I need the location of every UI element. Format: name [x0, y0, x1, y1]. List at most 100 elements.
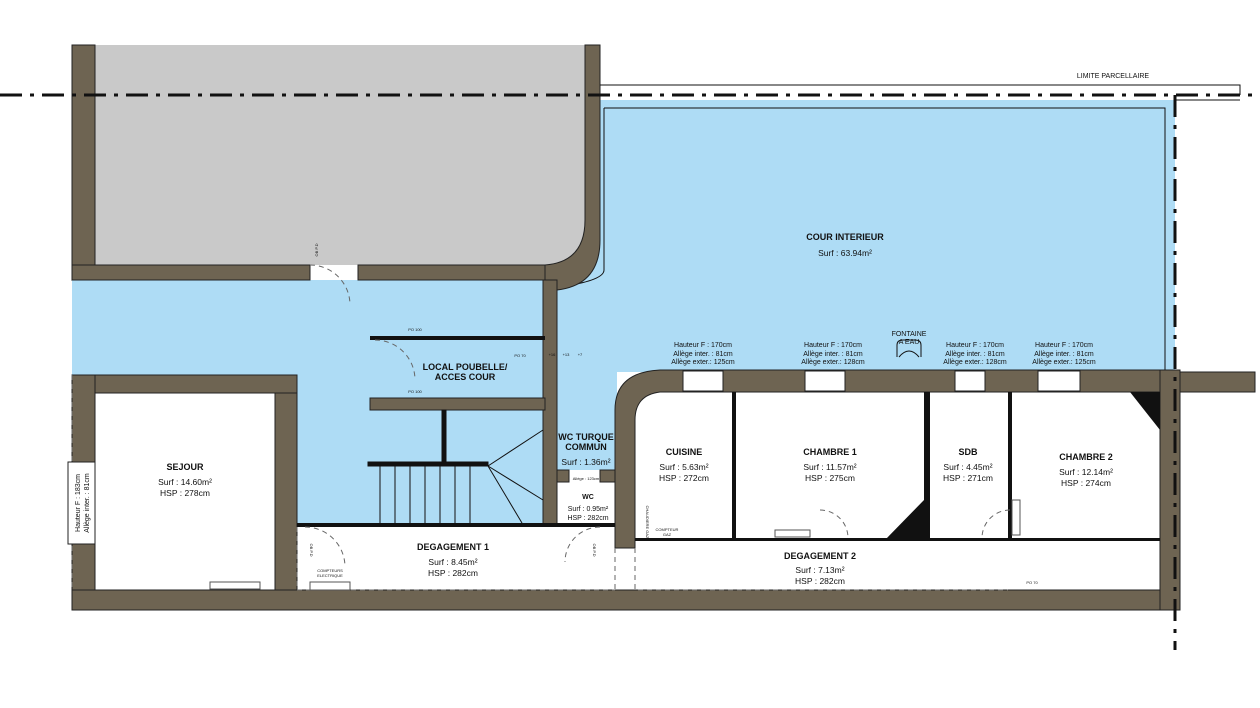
- east-wall: [1159, 369, 1181, 611]
- step-label: +16: [549, 352, 557, 357]
- east-rooms: [635, 392, 1160, 590]
- degagement2-surf: Surf : 7.13m²: [795, 565, 844, 575]
- local-north-partition: [370, 336, 545, 340]
- door-label: OB P.D: [592, 543, 597, 556]
- door-swing: [374, 339, 416, 381]
- svg-text:Hauteur F : 170cm: Hauteur F : 170cm: [946, 342, 1004, 349]
- window-3: [954, 370, 986, 392]
- local-south-wall: [369, 397, 546, 411]
- north-wall-west: [71, 264, 311, 281]
- window-label-3: Hauteur F : 170cm Allège inter. : 81cm A…: [943, 342, 1007, 366]
- pd100-label: PO 100: [408, 327, 422, 332]
- local-name: LOCAL POUBELLE/: [423, 362, 508, 372]
- svg-text:Hauteur F : 170cm: Hauteur F : 170cm: [674, 342, 732, 349]
- radiator-sejour: [209, 581, 261, 590]
- chambre1-surf: Surf : 11.57m²: [803, 462, 856, 472]
- compteur-gaz-label: COMPTEUR: [656, 527, 679, 532]
- chambre1-name: CHAMBRE 1: [803, 447, 857, 457]
- radiator-chambre1: [774, 529, 811, 538]
- svg-text:Allège exter.: 128cm: Allège exter.: 128cm: [943, 359, 1007, 366]
- svg-text:Allège inter. : 81cm: Allège inter. : 81cm: [803, 351, 863, 358]
- fontaine-label-2: A EAU: [899, 339, 920, 346]
- neighbour-area: [95, 45, 585, 265]
- door-swing: [304, 526, 346, 568]
- chaudiere-label: CHAUDIERE GAZ: [645, 506, 650, 539]
- compteurs-electrique-label: COMPTEURS: [317, 568, 343, 573]
- wc-turque-surf: Surf : 1.36m²: [561, 457, 610, 467]
- degagement1-name: DEGAGEMENT 1: [417, 542, 489, 552]
- electric-meter: [309, 581, 351, 591]
- partition-cuisine: [732, 392, 736, 540]
- svg-text:Allège exter.: 128cm: Allège exter.: 128cm: [801, 359, 865, 366]
- sejour-north-wall: [71, 374, 298, 394]
- window-4: [1037, 370, 1081, 392]
- wc-north-wall-2: [599, 469, 618, 483]
- courtyard-dash: [71, 375, 1008, 591]
- wc-turque-name: WC TURQUE: [558, 432, 614, 442]
- west-wall-top: [71, 44, 96, 281]
- degagement1-surf: Surf : 8.45m²: [428, 557, 477, 567]
- east-ext-wall: [1179, 371, 1256, 393]
- limite-parcellaire-label: LIMITE PARCELLAIRE: [1077, 73, 1150, 80]
- dg2-north-partition: [635, 538, 1160, 541]
- compteur-gaz-label-2: GAZ: [663, 532, 672, 537]
- wc-hsp: HSP : 282cm: [567, 515, 608, 522]
- partition-chambre1: [924, 392, 930, 540]
- svg-text:Hauteur F : 183cm: Hauteur F : 183cm: [75, 474, 82, 532]
- window-label-2: Hauteur F : 170cm Allège inter. : 81cm A…: [801, 342, 865, 366]
- door-swing: [819, 509, 849, 539]
- chambre2-hsp: HSP : 274cm: [1061, 478, 1111, 488]
- wc-turque-name-2: COMMUN: [565, 442, 607, 452]
- wc-surf: Surf : 0.95m²: [568, 506, 609, 513]
- sejour-window-label: Hauteur F : 183cm Allège inter. : 81cm: [75, 473, 91, 533]
- svg-text:Allège inter. : 81cm: Allège inter. : 81cm: [84, 473, 91, 533]
- dg1-north-partition: [297, 523, 615, 527]
- wc-turque-area: [557, 280, 617, 470]
- wc-name: WC: [582, 494, 594, 501]
- degagement2-name: DEGAGEMENT 2: [784, 551, 856, 561]
- svg-text:Allège inter. : 81cm: Allège inter. : 81cm: [1034, 351, 1094, 358]
- svg-text:Allège inter. : 81cm: Allège inter. : 81cm: [945, 351, 1005, 358]
- window-2: [804, 370, 846, 392]
- closet-chambre2: [1130, 392, 1160, 430]
- sejour-hsp: HSP : 278cm: [160, 488, 210, 498]
- window-label-4: Hauteur F : 170cm Allège inter. : 81cm A…: [1032, 342, 1096, 366]
- sejour-surf: Surf : 14.60m²: [158, 477, 212, 487]
- svg-text:Hauteur F : 170cm: Hauteur F : 170cm: [804, 342, 862, 349]
- pd70-label-2: PO 70: [1026, 580, 1038, 585]
- wc-north-wall: [556, 469, 570, 483]
- south-wall: [71, 589, 1181, 611]
- cour-name: COUR INTERIEUR: [806, 232, 884, 242]
- partition-sdb: [1008, 392, 1012, 540]
- north-wall-mid: [357, 264, 546, 281]
- closet-chambre1: [885, 500, 924, 540]
- sejour-room: [95, 393, 275, 590]
- compteurs-electrique-label-2: ELECTRIQUE: [317, 573, 343, 578]
- svg-text:Allège exter.: 125cm: Allège exter.: 125cm: [671, 359, 735, 366]
- degagement1-room: [297, 525, 615, 590]
- local-name-2: ACCES COUR: [435, 372, 496, 382]
- sdb-surf: Surf : 4.45m²: [943, 462, 992, 472]
- step-label: +7: [578, 352, 583, 357]
- door-label: OB P.D: [309, 543, 314, 556]
- door-swing: [309, 264, 351, 306]
- cour-surf: Surf : 63.94m²: [818, 248, 872, 258]
- pd100-label-2: PO 100: [408, 389, 422, 394]
- sdb-hsp: HSP : 271cm: [943, 473, 993, 483]
- neighbour-outline: [600, 84, 1241, 101]
- chambre2-surf: Surf : 12.14m²: [1059, 467, 1113, 477]
- allege-wc-label: Allège : 123cm: [573, 476, 600, 481]
- svg-text:Hauteur F : 170cm: Hauteur F : 170cm: [1035, 342, 1093, 349]
- cour-interieur-area: [600, 100, 1175, 372]
- degagement1-hsp: HSP : 282cm: [428, 568, 478, 578]
- sejour-name: SEJOUR: [166, 462, 204, 472]
- staircase: [367, 409, 544, 524]
- cuisine-surf: Surf : 5.63m²: [659, 462, 708, 472]
- chambre1-hsp: HSP : 275cm: [805, 473, 855, 483]
- cuisine-hsp: HSP : 272cm: [659, 473, 709, 483]
- chambre2-name: CHAMBRE 2: [1059, 452, 1113, 462]
- radiator-chambre2: [1011, 499, 1021, 536]
- door-label: OB P.D: [314, 243, 319, 256]
- door-swing: [981, 509, 1011, 539]
- door-swing: [564, 526, 601, 563]
